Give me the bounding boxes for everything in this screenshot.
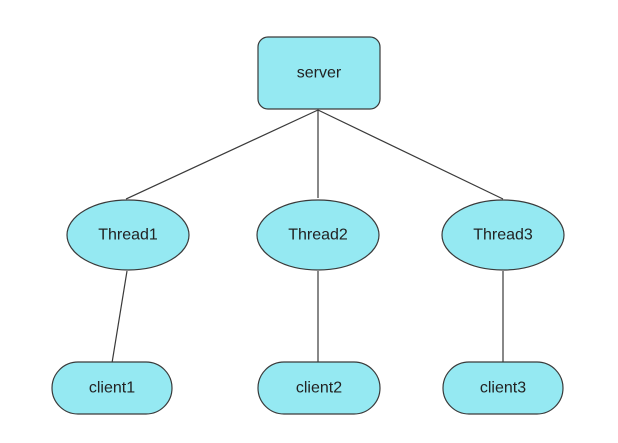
node-client1: client1 [51,361,173,415]
client1-label: client1 [89,380,135,397]
node-thread2: Thread2 [256,199,380,271]
node-client2: client2 [257,361,381,415]
node-client3: client3 [442,361,564,415]
client2-label: client2 [296,380,342,397]
node-server: server [257,36,381,110]
edge-server-thread1 [125,109,319,200]
client1-pill [51,361,173,415]
server-box [257,36,381,110]
thread2-label: Thread2 [288,227,348,244]
node-thread1: Thread1 [66,199,190,271]
thread3-label: Thread3 [473,227,533,244]
node-thread3: Thread3 [441,199,565,271]
client3-pill [442,361,564,415]
thread2-ellipse [256,199,380,271]
thread1-label: Thread1 [98,227,158,244]
thread1-ellipse [66,199,190,271]
client3-label: client3 [480,380,526,397]
server-label: server [297,65,342,82]
client2-pill [257,361,381,415]
edge-server-thread3 [317,109,504,200]
edges-group [111,109,504,364]
thread3-ellipse [441,199,565,271]
edge-thread1-client1 [111,270,128,364]
